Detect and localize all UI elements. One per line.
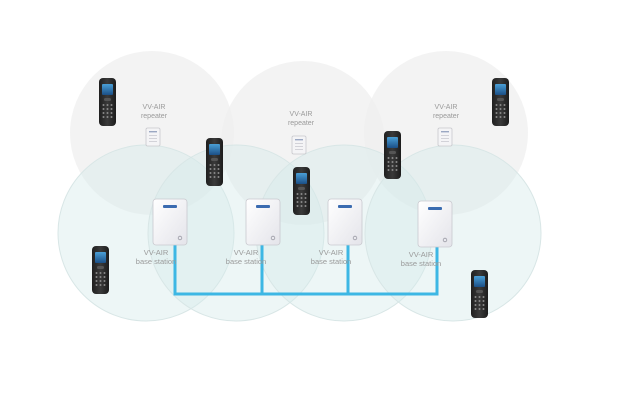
repeater-label-name: VV-AIR [434,104,458,111]
repeater-label-name: VV-AIR [142,104,166,111]
repeater-label-role: repeater [287,120,315,127]
base-station-device-4 [417,200,453,248]
base-station-label-role: base station [225,257,267,266]
base-station-label-2: VV-AIR base station [226,248,266,266]
base-station-label-role: base station [400,259,442,268]
base-station-label-name: VV-AIR [143,248,169,257]
handset-6 [92,246,109,294]
handsets [92,78,509,318]
handset-5 [492,78,509,126]
backbone-line [173,243,439,296]
repeater-label-name: VV-AIR [289,111,313,118]
base-station-label-4: VV-AIR base station [401,250,441,268]
base-station-label-name: VV-AIR [233,248,259,257]
backbone-link [173,243,439,296]
handset-2 [206,138,223,186]
base-coverage-2 [147,144,325,322]
repeater-device-left [145,127,161,147]
base-station-label-role: base station [310,257,352,266]
base-station-device-3 [327,198,363,246]
base-coverage-4 [364,144,542,322]
handset-3 [293,167,310,215]
base-station-label-name: VV-AIR [318,248,344,257]
repeater-label-right: VV-AIR repeater [433,103,459,121]
base-station-device-1 [152,198,188,246]
repeater-label-role: repeater [140,113,168,120]
base-station-label-3: VV-AIR base station [311,248,351,266]
repeater-label-left: VV-AIR repeater [141,103,167,121]
base-station-label-name: VV-AIR [408,250,434,259]
repeater-device-center [291,135,307,155]
repeater-label-role: repeater [432,113,460,120]
base-station-device-2 [245,198,281,246]
repeater-label-center: VV-AIR repeater [288,110,314,128]
base-station-label-role: base station [135,257,177,266]
repeater-device-right [437,127,453,147]
handset-1 [99,78,116,126]
handset-7 [471,270,488,318]
base-station-label-1: VV-AIR base station [136,248,176,266]
handset-4 [384,131,401,179]
